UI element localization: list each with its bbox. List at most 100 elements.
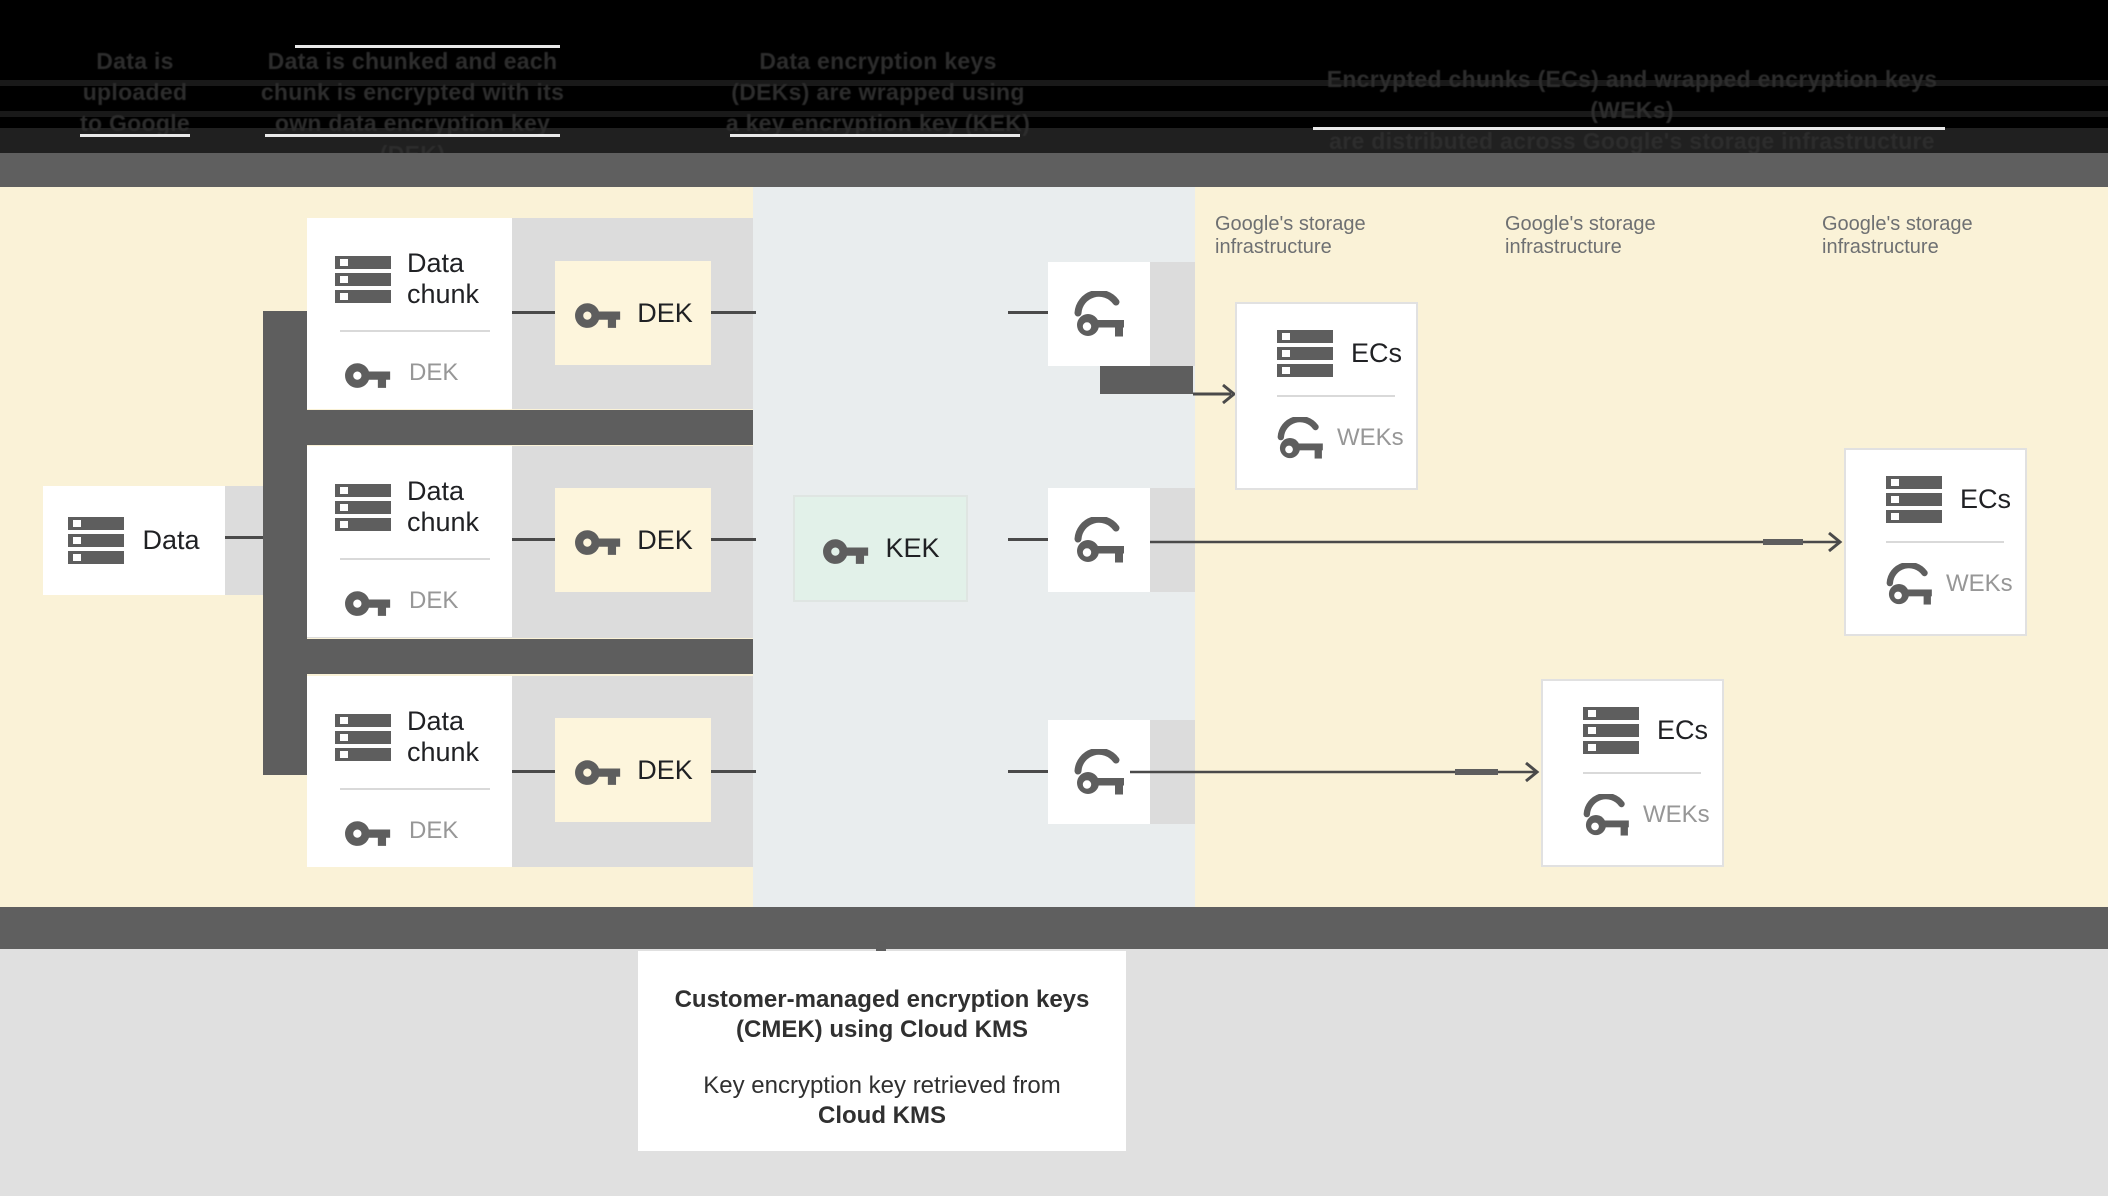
header-artifact-streak bbox=[0, 111, 2108, 117]
key-icon bbox=[575, 530, 621, 555]
distribution-bar bbox=[1100, 366, 1193, 394]
chunk-to-dek-line bbox=[512, 770, 555, 773]
header-step-3-line: a key encryption key (KEK) bbox=[725, 110, 1031, 136]
wrapped-key-icon bbox=[1074, 517, 1124, 563]
data-node: Data bbox=[43, 486, 225, 595]
data-chunk-stack-icon bbox=[335, 255, 391, 303]
caption-gap bbox=[638, 1045, 1126, 1071]
data-connector-band bbox=[225, 486, 263, 595]
wek-key-icon bbox=[1277, 417, 1323, 459]
header-step-1-line: uploaded bbox=[82, 79, 188, 105]
caption-title-line: Customer-managed encryption keys bbox=[674, 986, 1090, 1013]
ecs-node-title: ECs bbox=[1960, 484, 2012, 514]
chunk-split-vertical-bar bbox=[263, 311, 307, 775]
storage-infrastructure-label: Google's storage infrastructure bbox=[1822, 213, 1973, 259]
caption-subtitle-line: Key encryption key retrieved from bbox=[703, 1072, 1061, 1099]
header-artifact-line bbox=[1313, 127, 1945, 130]
storage-label-line: infrastructure bbox=[1822, 236, 1939, 258]
divider bbox=[340, 788, 490, 790]
header-step-3-line: (DEKs) are wrapped using bbox=[731, 79, 1025, 105]
header-step-1-line: to Google bbox=[79, 110, 191, 136]
divider bbox=[340, 330, 490, 332]
header-step-4-line: are distributed across Google's storage … bbox=[1329, 128, 1935, 153]
divider bbox=[1583, 772, 1701, 774]
dek-node-label: DEK bbox=[637, 754, 693, 785]
data-chunk-node: Data chunk DEK bbox=[307, 446, 512, 637]
kek-to-wrappedkey-line bbox=[1008, 311, 1048, 314]
header-artifact-line bbox=[265, 134, 560, 137]
header-step-3: Data encryption keys (DEKs) are wrapped … bbox=[718, 46, 1038, 139]
ecs-node: ECs WEKs bbox=[1541, 679, 1724, 867]
key-icon bbox=[823, 538, 869, 564]
dek-to-kms-line bbox=[711, 311, 756, 314]
header-artifact-line bbox=[730, 134, 1020, 137]
chunk-to-dek-line bbox=[512, 311, 555, 314]
data-chunk-node: Data chunk DEK bbox=[307, 218, 512, 409]
caption-box: Customer-managed encryption keys (CMEK) … bbox=[638, 951, 1126, 1151]
dek-key-icon bbox=[345, 591, 391, 616]
header-step-4: Encrypted chunks (ECs) and wrapped encry… bbox=[1308, 64, 1956, 153]
arrow-to-ecs-1 bbox=[1193, 383, 1237, 405]
ecs-stack-icon bbox=[1277, 330, 1333, 377]
data-chunk-dek-label: DEK bbox=[409, 359, 459, 386]
data-node-label: Data bbox=[142, 525, 200, 555]
storage-label-line: Google's storage bbox=[1215, 213, 1366, 235]
caption-notch bbox=[876, 941, 886, 953]
storage-label-line: Google's storage bbox=[1822, 213, 1973, 235]
key-icon bbox=[575, 303, 621, 328]
data-chunk-title: Data chunk bbox=[407, 248, 480, 309]
storage-label-line: infrastructure bbox=[1215, 236, 1332, 258]
dek-node-label: DEK bbox=[637, 524, 693, 555]
ecs-wek-label: WEKs bbox=[1643, 801, 1710, 828]
ecs-node-title: ECs bbox=[1657, 715, 1709, 745]
data-chunk-title: Data chunk bbox=[407, 706, 480, 767]
storage-label-line: infrastructure bbox=[1505, 236, 1622, 258]
data-stack-icon bbox=[68, 517, 125, 564]
caption-subtitle-line: Cloud KMS bbox=[818, 1102, 946, 1129]
caption-title-line: (CMEK) using Cloud KMS bbox=[736, 1016, 1028, 1043]
header-step-2: Data is chunked and each chunk is encryp… bbox=[255, 46, 570, 153]
data-chunk-dek-label: DEK bbox=[409, 587, 459, 614]
dek-key-icon bbox=[345, 363, 391, 388]
chunk-to-dek-line bbox=[512, 538, 555, 541]
kek-to-wrappedkey-line bbox=[1008, 770, 1048, 773]
data-chunk-stack-icon bbox=[335, 483, 391, 531]
key-icon bbox=[575, 760, 621, 785]
dek-node: DEK bbox=[555, 488, 711, 592]
divider bbox=[1277, 395, 1395, 397]
wrapped-key-shadow bbox=[1150, 488, 1195, 592]
wrapped-key-shadow bbox=[1150, 262, 1195, 366]
data-chunk-node: Data chunk DEK bbox=[307, 676, 512, 867]
wek-key-icon bbox=[1886, 563, 1932, 605]
ecs-node: ECs WEKs bbox=[1235, 302, 1418, 490]
divider bbox=[340, 558, 490, 560]
wrapped-key-icon bbox=[1074, 749, 1124, 795]
wrapped-key-icon bbox=[1074, 291, 1124, 337]
header-step-2-line: own data encryption key (DEK) bbox=[274, 110, 551, 153]
ecs-wek-label: WEKs bbox=[1946, 570, 2013, 597]
ecs-node-title: ECs bbox=[1351, 338, 1403, 368]
dek-node-label: DEK bbox=[637, 297, 693, 328]
header-artifact-streak bbox=[0, 128, 2108, 153]
chunk-split-horizontal-bar bbox=[263, 410, 753, 445]
ecs-stack-icon bbox=[1886, 476, 1942, 523]
divider bbox=[1886, 541, 2004, 543]
kek-to-wrappedkey-line bbox=[1008, 538, 1048, 541]
wrapped-key-node bbox=[1048, 262, 1150, 366]
header-step-1-line: Data is bbox=[96, 48, 174, 74]
dek-key-icon bbox=[345, 821, 391, 846]
ecs-node: ECs WEKs bbox=[1844, 448, 2027, 636]
dek-to-kms-line bbox=[711, 538, 756, 541]
header-step-2-line: Data is chunked and each bbox=[267, 48, 558, 74]
ecs-stack-icon bbox=[1583, 707, 1639, 754]
top-gray-band bbox=[0, 153, 2108, 187]
header-step-3-line: Data encryption keys bbox=[759, 48, 997, 74]
storage-infrastructure-label: Google's storage infrastructure bbox=[1505, 213, 1656, 259]
arrow-to-ecs-3 bbox=[1130, 761, 1540, 783]
dek-to-kms-line bbox=[711, 770, 756, 773]
header-step-4-line: Encrypted chunks (ECs) and wrapped encry… bbox=[1326, 66, 1938, 123]
data-chunk-dek-label: DEK bbox=[409, 817, 459, 844]
data-chunk-title: Data chunk bbox=[407, 476, 480, 537]
kek-node-label: KEK bbox=[885, 533, 940, 563]
